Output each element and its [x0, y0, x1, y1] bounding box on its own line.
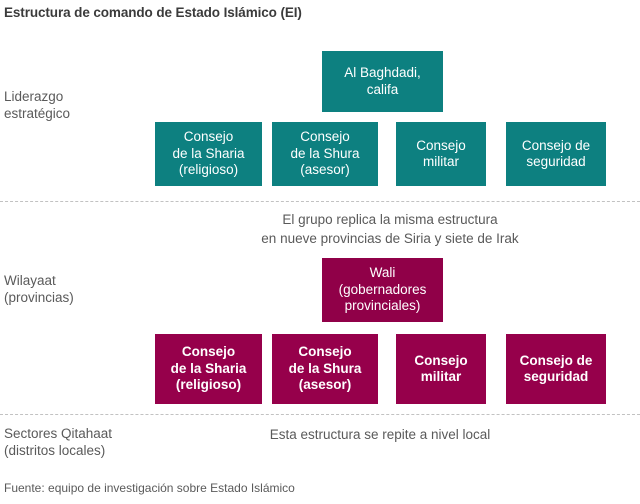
note-replication-local: Esta estructura se repite a nivel local	[269, 427, 491, 442]
tier-label-wilayaat-provinces: Wilayaat (provincias)	[4, 273, 74, 305]
tier-label-sectores-qitahaat: Sectores Qitahaat (distritos locales)	[4, 426, 113, 458]
node-shura-council-strategic: Consejo de la Shura (asesor)	[272, 122, 378, 186]
node-security-council-provincial: Consejo de seguridad	[506, 334, 606, 404]
divider-provinces-sectors	[0, 414, 640, 415]
node-sharia-council-strategic: Consejo de la Sharia (religioso)	[155, 122, 262, 186]
node-sharia-council-provincial: Consejo de la Sharia (religioso)	[155, 334, 262, 404]
node-wali-provincial-governors: Wali (gobernadores provinciales)	[322, 258, 443, 322]
source-credit: Fuente: equipo de investigación sobre Es…	[4, 481, 295, 495]
node-military-council-strategic: Consejo militar	[396, 122, 486, 186]
note-replication-provinces: El grupo replica la misma estructura en …	[261, 212, 519, 246]
tier-label-strategic-leadership: Liderazgo estratégico	[4, 89, 71, 121]
divider-leadership-provinces	[0, 201, 640, 202]
node-military-council-provincial: Consejo militar	[396, 334, 486, 404]
page-title: Estructura de comando de Estado Islámico…	[4, 5, 302, 20]
node-security-council-strategic: Consejo de seguridad	[506, 122, 606, 186]
node-al-baghdadi-caliph: Al Baghdadi, califa	[322, 51, 443, 112]
node-shura-council-provincial: Consejo de la Shura (asesor)	[272, 334, 378, 404]
